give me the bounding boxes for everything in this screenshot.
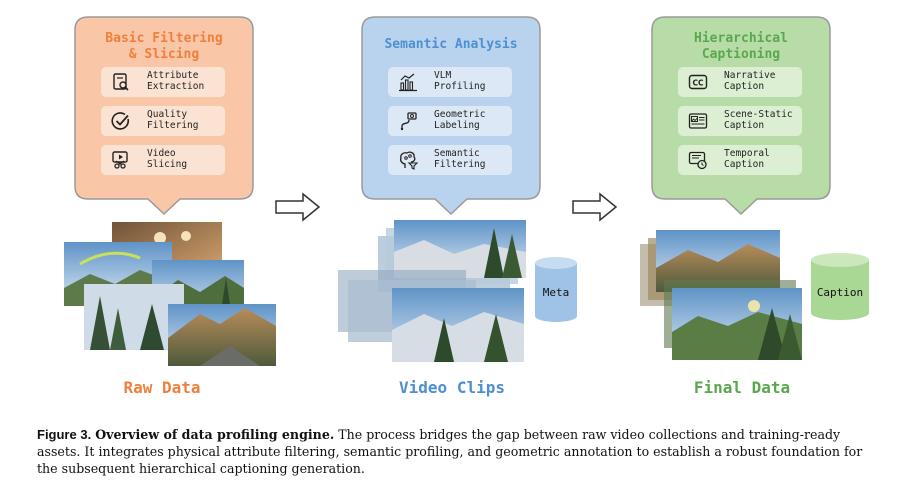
raw-frame-mountain <box>168 304 276 366</box>
meta-label: Meta <box>542 286 570 299</box>
raw-data-label: Raw Data <box>123 378 201 397</box>
item-label: Quality Filtering <box>147 109 199 131</box>
figure-caption: Figure 3. Overview of data profiling eng… <box>37 426 882 477</box>
clock-caption-icon <box>688 151 707 170</box>
figure-number: Figure 3. <box>37 427 92 442</box>
stage-title: Basic Filtering & Slicing <box>105 31 223 62</box>
caption-database-icon <box>811 253 869 320</box>
video-clip-collage <box>338 220 526 362</box>
semantic-filtering-item: Semantic Filtering <box>388 145 512 175</box>
final-data-collage <box>640 230 802 360</box>
item-label: Scene-Static Caption <box>724 109 793 131</box>
scene-static-caption-item: Scene-Static Caption <box>678 106 802 136</box>
stage-title: Semantic Analysis <box>384 37 518 52</box>
semantic-analysis-panel: Semantic Analysis VLM Profiling Geometri… <box>361 16 541 216</box>
item-label: Geometric Labeling <box>434 109 486 131</box>
temporal-caption-item: Temporal Caption <box>678 145 802 175</box>
item-label: Narrative Caption <box>724 70 776 92</box>
geometric-labeling-item: Geometric Labeling <box>388 106 512 136</box>
caption-label: Caption <box>816 286 864 299</box>
camera-path-icon <box>400 112 417 131</box>
figure-caption-body: The process bridges the gap between raw … <box>37 427 863 476</box>
raw-data-images <box>60 218 280 370</box>
filtering-slicing-panel: Basic Filtering & Slicing Attribute Extr… <box>74 16 254 216</box>
stage-title: Hierarchical Captioning <box>694 31 788 62</box>
video-clip-images <box>334 218 528 366</box>
video-scissors-icon <box>112 151 128 169</box>
svg-text:CC: CC <box>692 78 704 87</box>
video-clips-label: Video Clips <box>399 378 505 397</box>
right-arrow-icon <box>275 192 321 222</box>
final-stack-front <box>664 280 802 360</box>
raw-video-collage <box>64 222 276 366</box>
meta-database-icon <box>535 257 577 322</box>
search-document-icon <box>113 73 129 91</box>
brain-filter-icon <box>399 151 419 170</box>
item-label: Attribute Extraction <box>147 70 205 92</box>
cc-icon: CC <box>688 74 708 90</box>
figure-title: Overview of data profiling engine. <box>95 427 335 442</box>
attribute-extraction-item: Attribute Extraction <box>101 67 225 97</box>
vlm-profiling-item: VLM Profiling <box>388 67 512 97</box>
quality-filtering-item: Quality Filtering <box>101 106 225 136</box>
item-label: Temporal Caption <box>724 148 770 170</box>
bar-chart-icon <box>399 73 417 92</box>
final-data-label: Final Data <box>693 378 791 397</box>
image-text-icon <box>688 113 708 129</box>
item-label: Semantic Filtering <box>434 148 486 170</box>
video-slicing-item: Video Slicing <box>101 145 225 175</box>
right-arrow-icon <box>572 192 618 222</box>
hierarchical-captioning-panel: Hierarchical Captioning CC Narrative Cap… <box>651 16 831 216</box>
final-data-images <box>638 228 806 364</box>
item-label: Video Slicing <box>147 148 188 170</box>
clip-stack-front <box>338 270 524 362</box>
item-label: VLM Profiling <box>434 70 486 92</box>
raw-frame-forest <box>84 284 184 350</box>
narrative-caption-item: CC Narrative Caption <box>678 67 802 97</box>
check-circle-icon <box>111 112 130 130</box>
